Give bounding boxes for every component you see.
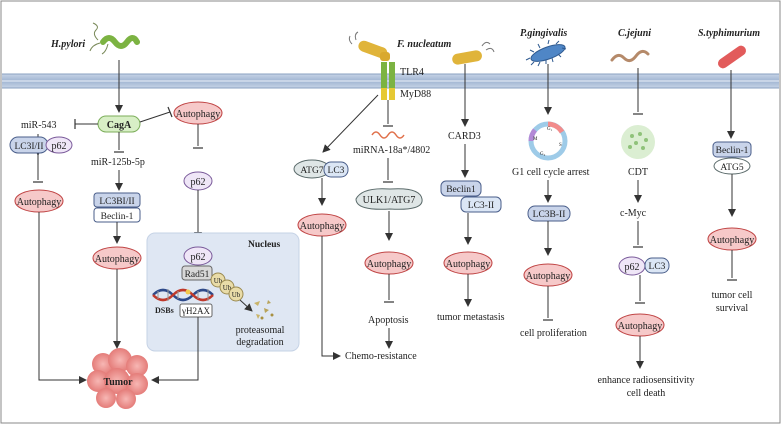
fnucleatum-section: F. nucleatum TLR4 MyD88 ATG7 LC3 Autopha… bbox=[293, 31, 505, 362]
dna-helix-icon bbox=[152, 288, 214, 302]
beclin1-fn-node bbox=[440, 180, 482, 197]
outcome2-label: cell death bbox=[627, 388, 666, 399]
card3-label: CARD3 bbox=[448, 131, 481, 142]
fnucleatum-bacterium-right-icon bbox=[452, 41, 495, 65]
g1arrest-label: G1 cell cycle arrest bbox=[512, 167, 590, 178]
mirna-hairpin-icon bbox=[371, 131, 405, 139]
mir125b-label: miR-125b-5p bbox=[91, 157, 145, 168]
apoptosis-label: Apoptosis bbox=[368, 315, 409, 326]
tumor-cluster: Tumor bbox=[87, 348, 148, 409]
nucleus-panel: Nucleus p62 Rad51 Ub Ub Ub DSBs γH2AX bbox=[146, 232, 300, 384]
dsb-marker bbox=[185, 289, 191, 295]
chemo-label: Chemo-resistance bbox=[345, 351, 417, 362]
lc3-node bbox=[323, 161, 349, 178]
p62-cj-label: p62 bbox=[625, 262, 640, 273]
degradation-label: degradation bbox=[236, 337, 283, 348]
proteasome-debris-icon bbox=[254, 300, 274, 320]
pgingivalis-section: P.gingivalis G₁ S G₂ M G1 cell cycle arr… bbox=[512, 28, 590, 339]
lc3-label: LC3 bbox=[328, 166, 345, 176]
gh2ax-label: γH2AX bbox=[181, 306, 210, 316]
p62-mid-label: p62 bbox=[191, 177, 206, 188]
autophagy-pg-label: Autophagy bbox=[526, 271, 570, 282]
lc3ii-label: LC3-II bbox=[468, 201, 494, 211]
p62-nucleus-node bbox=[183, 246, 213, 266]
cdt-label: CDT bbox=[628, 167, 648, 178]
hpylori-bacterium-icon bbox=[89, 22, 140, 55]
cell-cycle-m: M bbox=[533, 137, 538, 142]
autophagy-c-label: Autophagy bbox=[446, 259, 490, 270]
ub-2-label: Ub bbox=[223, 284, 232, 292]
autophagy-cj-label: Autophagy bbox=[618, 321, 662, 332]
lc3bii-node bbox=[527, 205, 571, 222]
cmyc-label: c-Myc bbox=[620, 208, 647, 219]
proliferation-label: cell proliferation bbox=[520, 328, 587, 339]
fnucleatum-label: F. nucleatum bbox=[396, 39, 451, 50]
lc3bi-ii-node bbox=[93, 192, 141, 208]
autophagy-mid-label: Autophagy bbox=[95, 254, 139, 265]
cell-cycle-g1: G₁ bbox=[547, 127, 553, 132]
cell-cycle-g2: G₂ bbox=[540, 152, 546, 157]
lc3-cj-label: LC3 bbox=[649, 262, 666, 272]
myd88-label: MyD88 bbox=[400, 89, 431, 100]
lc3-cj-node bbox=[644, 257, 670, 274]
dsbs-label: DSBs bbox=[155, 306, 174, 315]
hpylori-label: H.pylori bbox=[50, 39, 85, 50]
autophagy-top-label: Autophagy bbox=[176, 109, 220, 120]
ub-1-label: Ub bbox=[214, 277, 223, 285]
beclin1-st-label: Beclin-1 bbox=[716, 146, 749, 156]
lc3ii-node bbox=[460, 196, 502, 213]
styphimurium-label: S.typhimurium bbox=[698, 28, 760, 39]
ulk1-node bbox=[355, 188, 423, 210]
beclin1-st-node bbox=[712, 141, 752, 158]
ub-3-label: Ub bbox=[232, 291, 241, 299]
p62-nucleus-label: p62 bbox=[191, 252, 206, 263]
proteasomal-label: proteasomal bbox=[236, 325, 285, 336]
autophagy-left-label: Autophagy bbox=[17, 197, 61, 208]
metastasis-label: tumor metastasis bbox=[437, 312, 505, 323]
tumor-label: Tumor bbox=[103, 377, 133, 388]
cjejuni-label: C.jejuni bbox=[618, 28, 651, 39]
cdt-toxin-icon bbox=[621, 125, 655, 159]
beclin1-label: Beclin-1 bbox=[101, 212, 134, 222]
pgingivalis-bacterium-icon bbox=[525, 39, 567, 67]
ulk1-label: ULK1/ATG7 bbox=[363, 195, 416, 206]
mirna-label: miRNA-18a*/4802 bbox=[353, 145, 430, 156]
lc3i-ii-label: LC3I/II bbox=[14, 142, 43, 152]
atg7-label: ATG7 bbox=[300, 166, 323, 176]
styphimurium-bacterium-icon bbox=[717, 45, 747, 69]
gh2ax-node bbox=[179, 303, 213, 318]
tlr4-label: TLR4 bbox=[400, 67, 424, 78]
p62-left-node bbox=[45, 136, 73, 154]
cell-cycle-s: S bbox=[559, 143, 562, 148]
pgingivalis-label: P.gingivalis bbox=[520, 28, 567, 39]
styphimurium-section: S.typhimurium Beclin-1 ATG5 Autophagy tu… bbox=[698, 28, 760, 314]
cjejuni-bacterium-icon bbox=[610, 49, 650, 63]
survival2-label: survival bbox=[716, 303, 748, 314]
fnucleatum-bacterium-left-icon bbox=[348, 31, 390, 61]
hpylori-section: H.pylori CagA miR-543 LC3I/II p62 Autoph… bbox=[9, 22, 223, 409]
autophagy-b-label: Autophagy bbox=[367, 259, 411, 270]
cell-cycle-icon: G₁ S G₂ M bbox=[528, 121, 568, 161]
lc3bii-label: LC3B-II bbox=[533, 210, 566, 220]
outcome1-label: enhance radiosensitivity bbox=[598, 375, 695, 386]
mir543-label: miR-543 bbox=[21, 120, 57, 131]
autophagy-a-label: Autophagy bbox=[300, 221, 344, 232]
nucleus-title: Nucleus bbox=[248, 240, 281, 250]
cjejuni-section: C.jejuni CDT c-Myc p62 LC3 Autophagy enh… bbox=[598, 28, 695, 399]
ub-3 bbox=[228, 286, 244, 302]
p62-left-label: p62 bbox=[52, 141, 67, 152]
rad51-label: Rad51 bbox=[185, 270, 210, 280]
caga-label: CagA bbox=[107, 120, 132, 131]
autophagy-st-label: Autophagy bbox=[710, 235, 754, 246]
lc3bi-ii-label: LC3BI/II bbox=[99, 197, 134, 207]
rad51-node bbox=[181, 265, 213, 281]
beclin1-fn-label: Beclin1 bbox=[446, 185, 476, 195]
tlr4-receptor-icon bbox=[381, 62, 395, 100]
survival1-label: tumor cell bbox=[712, 290, 753, 301]
atg5-label: ATG5 bbox=[720, 163, 743, 173]
